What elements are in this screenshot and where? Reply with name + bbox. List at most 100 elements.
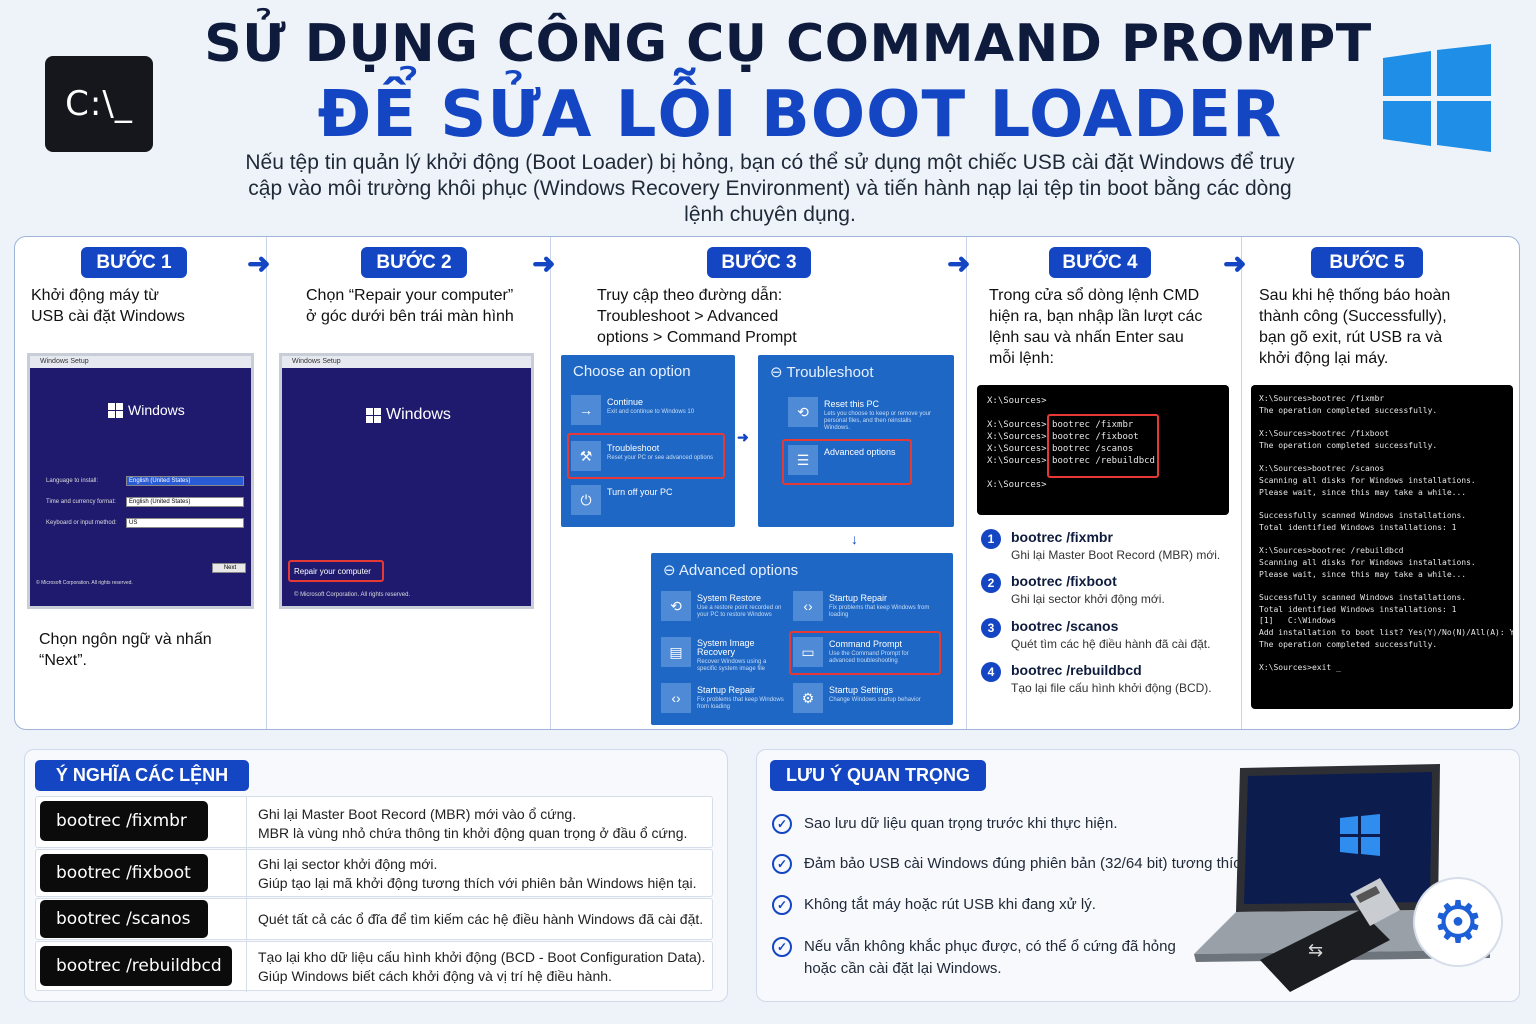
title-line-1: SỬ DỤNG CÔNG CỤ COMMAND PROMPT — [204, 14, 1372, 74]
command-chip: bootrec /rebuildbcd — [40, 946, 232, 986]
windows-brand: Windows — [108, 402, 185, 418]
keyboard-select[interactable]: US — [126, 518, 244, 528]
step-4-text: Trong cửa sổ dòng lệnh CMD hiện ra, bạn … — [989, 287, 1203, 367]
keyboard-label: Keyboard or input method: — [46, 520, 117, 526]
option-desc: Fix problems that keep Windows from load… — [697, 697, 784, 710]
note-item: Không tắt máy hoặc rút USB khi đang xử l… — [804, 896, 1096, 913]
check-circle-icon: ✓ — [772, 895, 792, 915]
advanced-options-panel: ⊖ Advanced options ⟲ System Restore Use … — [651, 553, 953, 725]
step-5-badge: BƯỚC 5 — [1311, 247, 1423, 278]
language-select[interactable]: English (United States) — [126, 476, 244, 486]
system-image-recovery-option[interactable]: ▤ System Image Recovery Recover Windows … — [661, 637, 791, 672]
copyright-text: © Microsoft Corporation. All rights rese… — [36, 580, 133, 586]
step-3-text: Truy cập theo đường dẫn: Troubleshoot > … — [597, 287, 797, 346]
command-desc: Quét tìm các hệ điều hành đã cài đặt. — [1011, 637, 1211, 651]
command-name: bootrec /scanos — [1011, 618, 1119, 634]
window-titlebar: Windows Setup — [30, 356, 251, 368]
continue-option[interactable]: → Continue Exit and continue to Windows … — [571, 395, 731, 427]
step-2-text: Chọn “Repair your computer” ở góc dưới b… — [306, 287, 514, 325]
command-chip: bootrec /scanos — [40, 900, 208, 938]
highlight-box — [567, 433, 725, 479]
highlight-box — [789, 631, 941, 675]
code-icon: ‹› — [661, 683, 691, 713]
arrow-right-icon: ➜ — [247, 248, 271, 279]
command-desc: Tạo lại kho dữ liệu cấu hình khởi động (… — [258, 949, 706, 984]
option-title: Turn off your PC — [607, 487, 673, 497]
table-row: bootrec /scanos Quét tất cả các ổ đĩa để… — [35, 898, 713, 941]
option-desc: Fix problems that keep Windows from load… — [829, 605, 930, 618]
system-restore-option[interactable]: ⟲ System Restore Use a restore point rec… — [661, 591, 791, 623]
time-select[interactable]: English (United States) — [126, 497, 244, 507]
startup-repair-option[interactable]: ‹› Startup Repair Fix problems that keep… — [793, 591, 943, 623]
copyright-text: © Microsoft Corporation. All rights rese… — [294, 592, 411, 598]
power-icon: ⏻ — [571, 485, 601, 515]
back-arrow-icon[interactable]: ⊖ — [663, 562, 676, 579]
window-titlebar: Windows Setup — [282, 356, 531, 368]
number-badge: 2 — [981, 573, 1001, 593]
cmd-terminal-step5: X:\Sources>bootrec /fixmbr The operation… — [1251, 385, 1515, 709]
code-icon: ‹› — [793, 591, 823, 621]
title-text: Advanced options — [678, 562, 799, 579]
option-title: Continue — [607, 397, 644, 407]
terminal-icon: ▭ — [793, 637, 823, 667]
number-badge: 1 — [981, 529, 1001, 549]
option-title: Reset this PC — [824, 399, 880, 409]
command-name: bootrec /fixmbr — [1011, 529, 1113, 545]
step-separator — [966, 237, 967, 729]
command-desc: Quét tất cả các ổ đĩa để tìm kiếm các hệ… — [258, 911, 704, 927]
startup-settings-option[interactable]: ⚙ Startup Settings Change Windows startu… — [793, 683, 943, 715]
option-desc: Change Windows startup behavior — [829, 697, 921, 703]
divider — [246, 850, 247, 898]
option-title: System Image Recovery — [697, 638, 755, 657]
windows-setup-screen-2: Windows Setup Windows Repair your comput… — [279, 353, 534, 609]
reset-pc-option[interactable]: ⟲ Reset this PC Lets you choose to keep … — [788, 397, 948, 431]
turn-off-option[interactable]: ⏻ Turn off your PC — [571, 485, 731, 517]
divider — [246, 797, 247, 849]
tools-icon: ⚒ — [571, 441, 601, 471]
arrow-right-icon: ➜ — [1223, 248, 1247, 279]
panel-title: ⊖ Troubleshoot — [758, 355, 954, 389]
number-badge: 4 — [981, 662, 1001, 682]
back-arrow-icon[interactable]: ⊖ — [770, 364, 783, 381]
advanced-options-option[interactable]: ☰ Advanced options — [788, 445, 948, 477]
startup-repair-option-2[interactable]: ‹› Startup Repair Fix problems that keep… — [661, 683, 791, 715]
option-title: Command Prompt — [829, 639, 903, 649]
system-image-icon: ▤ — [661, 637, 691, 667]
command-desc: Tạo lại file cấu hình khởi động (BCD). — [1011, 681, 1212, 695]
note-item: Đảm bảo USB cài Windows đúng phiên bản (… — [804, 855, 1254, 872]
note-item: Nếu vẫn không khắc phục được, có thể ổ c… — [804, 938, 1176, 977]
command-prompt-option[interactable]: ▭ Command Prompt Use the Command Prompt … — [793, 637, 943, 669]
command-desc: Ghi lại sector khởi động mới. — [1011, 592, 1165, 606]
option-title: Troubleshoot — [607, 443, 660, 453]
cmd-logo-icon: C:\_ — [45, 56, 153, 152]
command-desc: Ghi lại Master Boot Record (MBR) mới vào… — [258, 806, 688, 841]
arrow-right-icon: ➜ — [947, 248, 971, 279]
panel-title: ⊖ Advanced options — [651, 553, 953, 587]
step-3-badge: BƯỚC 3 — [707, 247, 811, 278]
divider — [246, 899, 247, 941]
table-row: bootrec /fixboot Ghi lại sector khởi độn… — [35, 849, 713, 898]
title-text: Troubleshoot — [786, 364, 874, 381]
option-title: Advanced options — [824, 447, 896, 457]
command-name: bootrec /rebuildbcd — [1011, 662, 1142, 678]
divider — [246, 942, 247, 992]
windows-setup-screen-1: Windows Setup Windows Language to instal… — [27, 353, 254, 609]
check-circle-icon: ✓ — [772, 854, 792, 874]
brand-text: Windows — [128, 402, 185, 418]
option-desc: Use a restore point recorded on your PC … — [697, 605, 782, 618]
brand-text: Windows — [386, 406, 451, 423]
command-desc: Ghi lại Master Boot Record (MBR) mới. — [1011, 548, 1221, 562]
command-desc: Ghi lại sector khởi động mới. Giúp tạo l… — [258, 856, 697, 891]
command-chip: bootrec /fixboot — [40, 854, 208, 892]
troubleshoot-option[interactable]: ⚒ Troubleshoot Reset your PC or see adva… — [571, 441, 731, 473]
title-line-2: ĐỂ SỬA LỖI BOOT LOADER — [317, 78, 1283, 152]
arrow-right-icon: ➜ — [737, 429, 749, 445]
time-label: Time and currency format: — [46, 499, 116, 505]
option-desc: Lets you choose to keep or remove your p… — [824, 411, 932, 431]
next-button[interactable]: Next — [212, 563, 246, 573]
repair-your-computer-link[interactable]: Repair your computer — [288, 560, 384, 582]
intro-text: Nếu tệp tin quản lý khởi động (Boot Load… — [245, 151, 1295, 226]
terminal-output: X:\Sources>bootrec /fixmbr The operation… — [1259, 394, 1515, 673]
step-1-text: Khởi động máy từ USB cài đặt Windows — [31, 287, 185, 325]
check-circle-icon: ✓ — [772, 937, 792, 957]
